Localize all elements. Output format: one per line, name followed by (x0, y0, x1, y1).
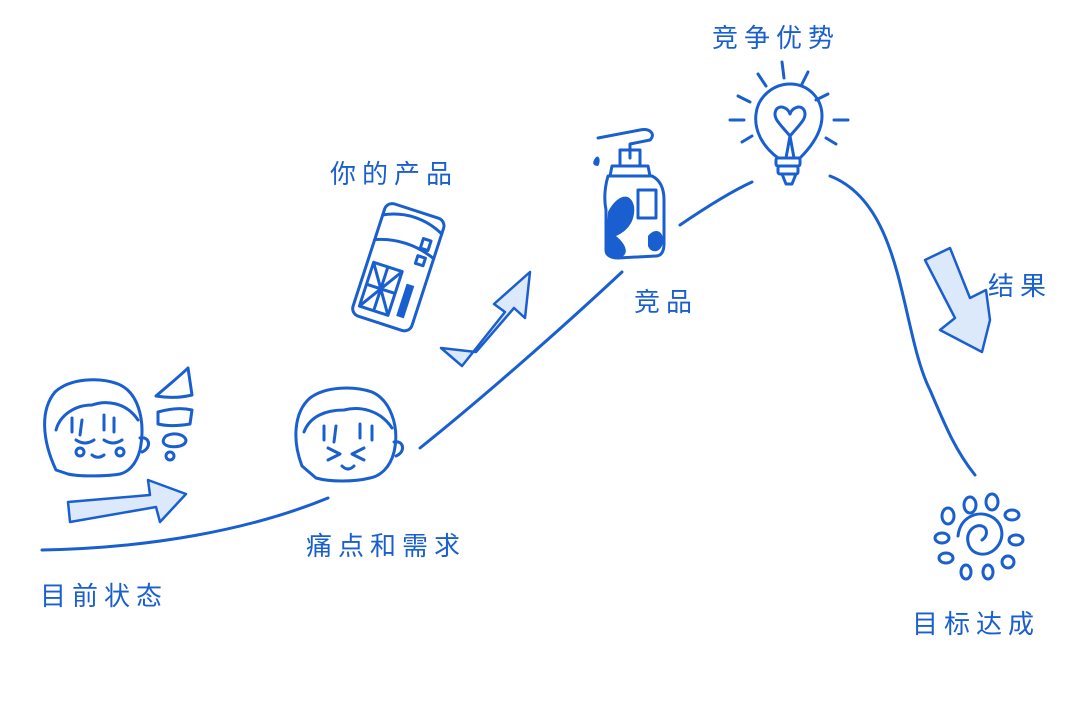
label-advantage: 竞争优势 (712, 24, 841, 54)
label-pain-points: 痛点和需求 (306, 532, 467, 562)
journey-curve-segment-2 (418, 270, 624, 450)
label-goal-reached: 目标达成 (912, 610, 1041, 640)
lightbulb-heart-icon (728, 60, 850, 186)
face-frustrated-icon (294, 386, 404, 483)
label-result: 结果 (988, 272, 1053, 302)
journey-curve-segment-4 (828, 174, 977, 477)
arrow-down-icon (923, 246, 992, 354)
label-current-state: 目前状态 (40, 582, 169, 612)
label-competitor: 竞品 (634, 288, 699, 318)
label-your-product: 你的产品 (330, 160, 459, 190)
thought-bubbles-icon (154, 366, 194, 462)
arrow-right-icon (66, 478, 188, 524)
arrow-up-right-icon (439, 270, 532, 368)
product-jar-icon (351, 202, 446, 333)
pump-bottle-icon (593, 128, 666, 260)
face-thinking-icon (43, 378, 150, 478)
sun-spiral-icon (933, 492, 1025, 581)
journey-curve-segment-3 (678, 180, 754, 227)
journey-curve-segment-1 (40, 496, 330, 552)
